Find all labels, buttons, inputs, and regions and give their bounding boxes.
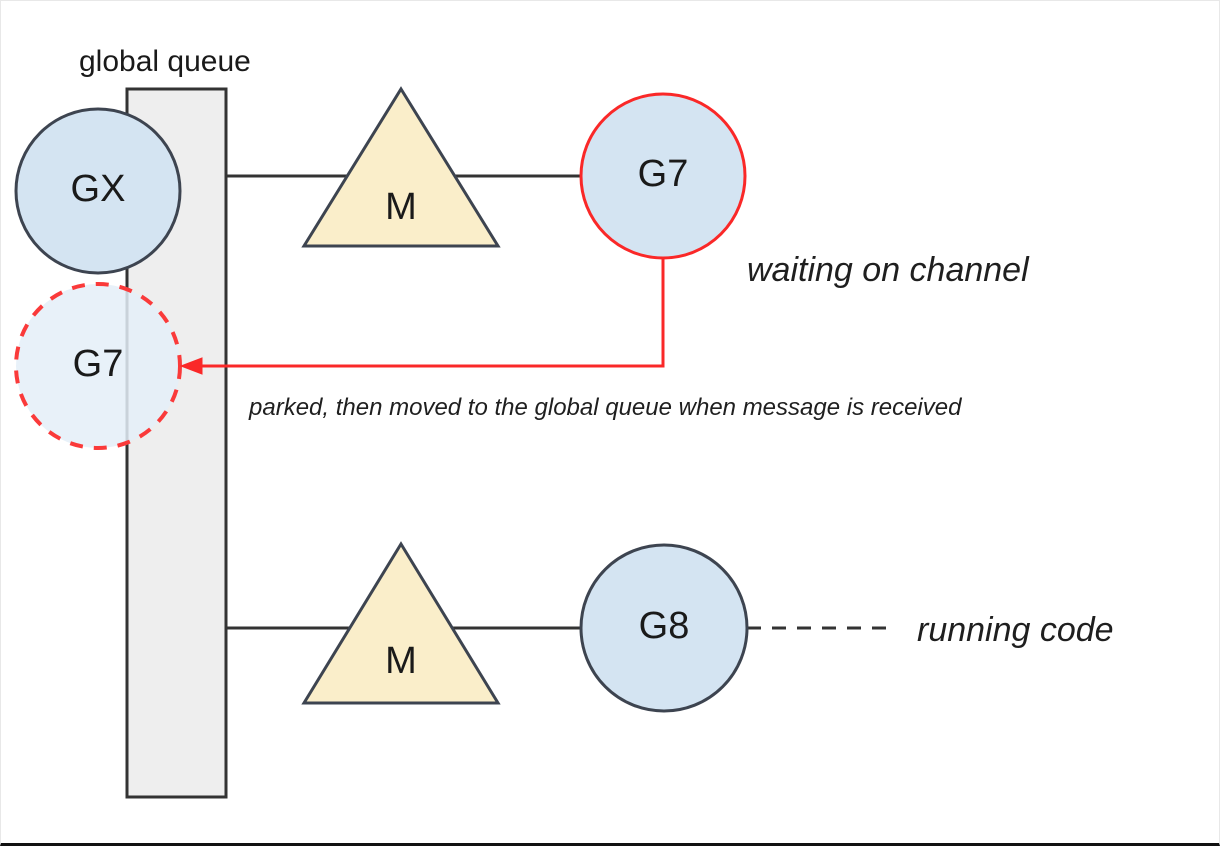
machine-triangle-bottom <box>301 541 501 705</box>
annotation-waiting-on-channel: waiting on channel <box>747 251 1030 289</box>
annotation-parked-moved: parked, then moved to the global queue w… <box>248 394 962 421</box>
goroutine-g8-label: G8 <box>639 605 690 647</box>
goroutine-g8-circle <box>579 543 749 713</box>
annotation-running-code: running code <box>917 611 1114 649</box>
goroutine-gx-label: GX <box>71 168 126 210</box>
goroutine-gx-circle <box>14 107 182 275</box>
parked-transfer-path <box>193 258 665 368</box>
machine-bottom-label: M <box>385 640 417 682</box>
global-queue-label: global queue <box>79 45 251 78</box>
machine-top-label: M <box>385 186 417 228</box>
goroutine-g7-waiting-label: G7 <box>638 153 689 195</box>
goroutine-g7-waiting-circle <box>579 92 747 260</box>
goroutine-g7-parked-label: G7 <box>73 343 124 385</box>
machine-triangle-top <box>301 86 501 248</box>
parked-transfer-arrowhead <box>179 357 203 375</box>
